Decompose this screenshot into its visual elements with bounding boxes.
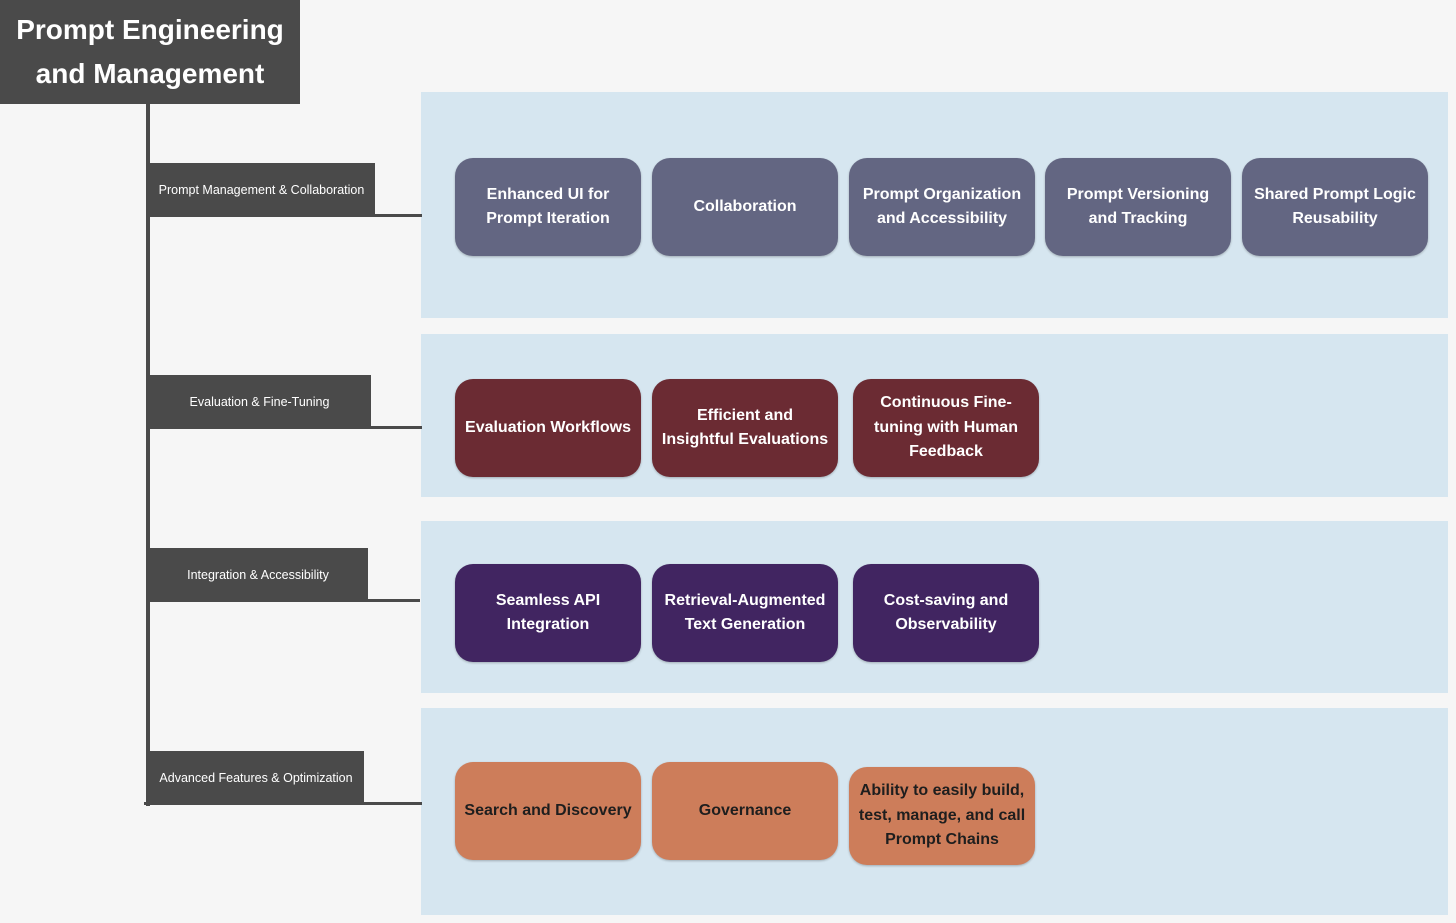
node-collaboration: Collaboration [652,158,838,256]
category-label-integration: Integration & Accessibility [148,548,368,601]
node-retrieval-augmented: Retrieval-Augmented Text Generation [652,564,838,662]
node-prompt-organization: Prompt Organization and Accessibility [849,158,1035,256]
node-seamless-api: Seamless API Integration [455,564,641,662]
node-shared-prompt-logic: Shared Prompt Logic Reusability [1242,158,1428,256]
tree-trunk-line [146,104,150,806]
node-continuous-fine-tuning: Continuous Fine-tuning with Human Feedba… [853,379,1039,477]
node-prompt-chains: Ability to easily build, test, manage, a… [849,767,1035,865]
node-enhanced-ui: Enhanced UI for Prompt Iteration [455,158,641,256]
node-prompt-versioning: Prompt Versioning and Tracking [1045,158,1231,256]
category-label-prompt-management: Prompt Management & Collaboration [148,163,375,216]
node-evaluation-workflows: Evaluation Workflows [455,379,641,477]
node-cost-saving: Cost-saving and Observability [853,564,1039,662]
node-efficient-evaluations: Efficient and Insightful Evaluations [652,379,838,477]
node-governance: Governance [652,762,838,860]
root-title: Prompt Engineering and Management [0,0,300,104]
category-label-evaluation: Evaluation & Fine-Tuning [148,375,371,428]
node-search-discovery: Search and Discovery [455,762,641,860]
category-label-advanced: Advanced Features & Optimization [148,751,364,804]
